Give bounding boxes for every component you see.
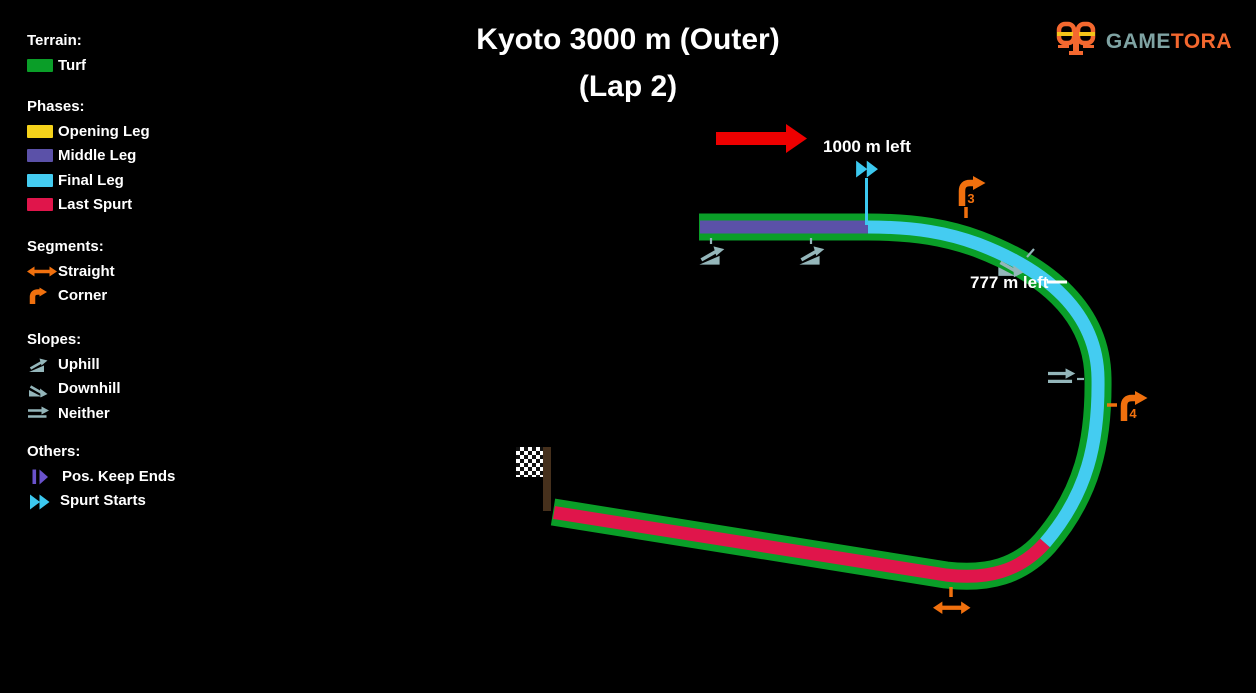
corner4-marker-icon: 4 xyxy=(1120,391,1148,421)
map-straight-icon xyxy=(933,602,971,615)
race-direction-arrow xyxy=(716,124,807,153)
legend-label-last-spurt: Last Spurt xyxy=(58,196,133,214)
legend-row-straight: Straight xyxy=(27,259,257,284)
legend-row-downhill: Downhill xyxy=(27,377,257,402)
turf-swatch xyxy=(27,58,53,72)
page-title-line2: (Lap 2) xyxy=(578,70,678,103)
legend-label-downhill: Downhill xyxy=(58,380,121,398)
legend-heading-segments: Segments: xyxy=(27,238,104,255)
page-title-line1: Kyoto 3000 m (Outer) xyxy=(476,23,780,56)
legend-row-neither: Neither xyxy=(27,401,257,426)
legend-label-straight: Straight xyxy=(58,262,115,280)
legend-group-others: Others: Pos. Keep Ends Spurt Starts xyxy=(27,441,257,513)
legend-group-segments: Segments: Straight Corner xyxy=(27,236,257,308)
logo-text-tora: TORA xyxy=(1170,30,1232,53)
legend-label-corner: Corner xyxy=(58,287,108,305)
map-neither-icon xyxy=(1046,366,1077,383)
final-leg-swatch xyxy=(27,173,53,187)
legend-label-opening-leg: Opening Leg xyxy=(58,122,150,140)
corner4-number: 4 xyxy=(1129,406,1137,421)
legend-row-last-spurt: Last Spurt xyxy=(27,193,257,218)
corner3-number: 3 xyxy=(967,191,974,206)
downhill-tick xyxy=(1026,248,1035,258)
spurt-start-marker-icon xyxy=(856,160,878,178)
legend-row-opening-leg: Opening Leg xyxy=(27,119,257,144)
legend-group-phases: Phases: Opening Leg Middle Leg Final Leg… xyxy=(27,96,257,217)
legend-row-final-leg: Final Leg xyxy=(27,168,257,193)
legend-group-slopes: Slopes: Uphill Downhill Neither xyxy=(27,329,257,426)
opening-leg-swatch xyxy=(27,124,53,138)
legend-label-pos-keep-ends: Pos. Keep Ends xyxy=(62,467,176,485)
legend-heading-slopes: Slopes: xyxy=(27,331,82,348)
spurt-start-distance-label: 1000 m left xyxy=(823,137,911,156)
legend-heading-others: Others: xyxy=(27,443,81,460)
gametora-logo[interactable]: GAMETORA xyxy=(1055,20,1232,64)
legend-label-spurt-starts: Spurt Starts xyxy=(60,492,146,510)
legend-heading-terrain: Terrain: xyxy=(27,32,82,49)
legend-group-terrain: Terrain: Turf xyxy=(27,30,257,78)
legend-label-final-leg: Final Leg xyxy=(58,171,124,189)
page-title: Kyoto 3000 m (Outer) (Lap 2) xyxy=(0,16,1256,110)
middle-leg-swatch xyxy=(27,149,53,163)
finish-flag xyxy=(516,447,551,511)
legend-label-neither: Neither xyxy=(58,404,110,422)
track-final-leg-segment xyxy=(867,220,1105,548)
downhill-distance-label: 777 m left xyxy=(970,273,1049,292)
legend-row-pos-keep-ends: Pos. Keep Ends xyxy=(27,464,257,489)
finish-flag-cloth xyxy=(516,447,546,477)
legend-label-middle-leg: Middle Leg xyxy=(58,147,137,165)
gametora-logo-text: GAMETORA xyxy=(1106,30,1232,54)
logo-text-game: GAME xyxy=(1105,30,1171,53)
legend-row-middle-leg: Middle Leg xyxy=(27,144,257,169)
legend-label-uphill: Uphill xyxy=(58,355,100,373)
last-spurt-swatch xyxy=(27,198,53,212)
legend-row-spurt-starts: Spurt Starts xyxy=(27,489,257,514)
legend-row-turf: Turf xyxy=(27,53,257,78)
finish-flag-pole xyxy=(543,447,551,511)
legend-heading-phases: Phases: xyxy=(27,98,85,115)
gametora-logo-icon xyxy=(1056,21,1096,55)
legend-row-uphill: Uphill xyxy=(27,352,257,377)
legend-label-turf: Turf xyxy=(58,56,87,74)
corner3-marker-icon: 3 xyxy=(958,176,986,206)
track-last-spurt-segment xyxy=(552,506,1050,583)
legend-row-corner: Corner xyxy=(27,284,257,309)
map-uphill-icon-2 xyxy=(797,244,827,267)
map-uphill-icon-1 xyxy=(697,244,727,267)
